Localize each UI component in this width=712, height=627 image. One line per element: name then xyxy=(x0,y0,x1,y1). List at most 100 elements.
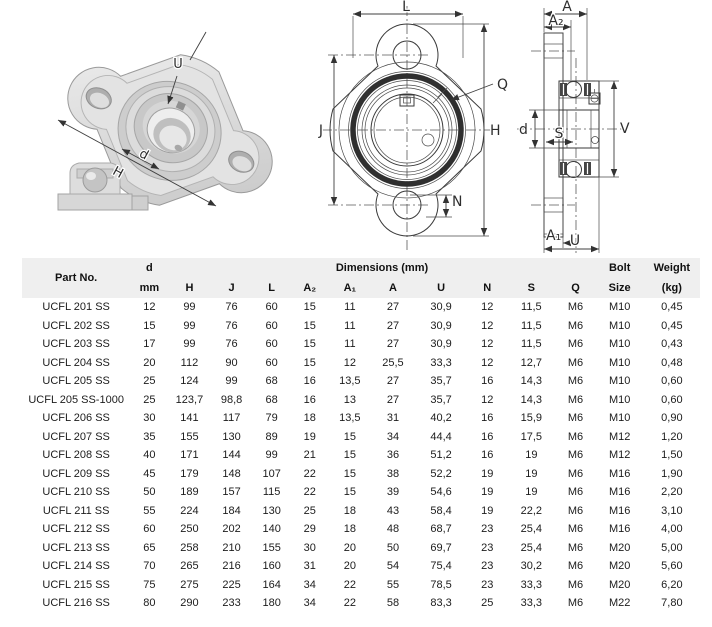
col-header-a: A xyxy=(370,278,416,298)
dim-label-j: J xyxy=(318,123,323,139)
value-cell: M20 xyxy=(608,560,631,573)
value-cell: 171 xyxy=(180,449,199,462)
value-cell: 27 xyxy=(386,338,400,351)
value-cell: M6 xyxy=(567,578,584,591)
value-cell: 275 xyxy=(180,578,199,591)
value-cell: 76 xyxy=(225,301,238,314)
value-cell: 1,50 xyxy=(661,449,683,462)
value-cell: 68 xyxy=(265,393,278,406)
value-cell: 30 xyxy=(303,541,316,554)
value-cell: 30 xyxy=(143,412,156,425)
value-cell: 60 xyxy=(265,356,278,369)
value-cell: 202 xyxy=(222,523,241,536)
value-cell: 21 xyxy=(303,449,316,462)
value-cell: 13 xyxy=(343,393,356,406)
value-cell: 35,7 xyxy=(430,393,452,406)
value-cell: 16 xyxy=(481,375,494,388)
value-cell: 33,3 xyxy=(520,597,543,610)
value-cell: 60 xyxy=(265,319,278,332)
value-cell: 0,45 xyxy=(661,319,683,332)
value-cell: 51,2 xyxy=(430,449,452,462)
value-cell: 16 xyxy=(481,412,494,425)
value-cell: 124 xyxy=(180,375,199,388)
value-cell: M20 xyxy=(608,578,631,591)
value-cell: 30,9 xyxy=(430,338,452,351)
value-cell: 25 xyxy=(143,393,156,406)
value-cell: 25,4 xyxy=(520,541,543,554)
dim-label-a2: A₂ xyxy=(548,13,563,29)
value-cell: 98,8 xyxy=(220,393,243,406)
value-cell: M12 xyxy=(608,430,631,443)
ball-top xyxy=(565,81,582,98)
value-cell: 18 xyxy=(303,412,316,425)
value-cell: 50 xyxy=(143,486,156,499)
value-cell: 15 xyxy=(303,338,316,351)
col-header-s: S xyxy=(507,278,556,298)
value-cell: M6 xyxy=(567,412,584,425)
value-cell: 19 xyxy=(481,486,494,499)
col-header-l: L xyxy=(252,278,291,298)
value-cell: 3,10 xyxy=(661,504,683,517)
value-cell: 17 xyxy=(143,338,156,351)
value-cell: 34 xyxy=(386,430,400,443)
part-no-cell: UCFL 214 SS xyxy=(42,560,110,573)
value-cell: 15 xyxy=(143,319,156,332)
value-cell: 52,2 xyxy=(430,467,452,480)
value-cell: 15 xyxy=(303,356,316,369)
value-cell: 15 xyxy=(343,467,356,480)
dim-label-n: N xyxy=(452,194,462,210)
value-cell: 11,5 xyxy=(521,301,542,314)
value-cell: 50 xyxy=(386,541,400,554)
col-header-a2: A₂ xyxy=(290,278,329,298)
value-cell: M10 xyxy=(608,338,631,351)
value-cell: 0,90 xyxy=(661,412,683,425)
value-cell: 78,5 xyxy=(430,578,452,591)
value-cell: 13,5 xyxy=(339,412,361,425)
value-cell: 25 xyxy=(303,504,316,517)
col-header-part-no: Part No. xyxy=(22,258,131,298)
value-cell: 15 xyxy=(343,486,356,499)
value-cell: M6 xyxy=(567,356,584,369)
value-cell: 12,7 xyxy=(520,356,543,369)
value-cell: 180 xyxy=(262,597,281,610)
bolt-hole-top xyxy=(392,40,422,70)
value-cell: M6 xyxy=(567,541,584,554)
set-screw xyxy=(399,94,415,107)
value-cell: 76 xyxy=(225,319,238,332)
value-cell: 19 xyxy=(481,467,494,480)
value-cell: 12 xyxy=(143,301,156,314)
value-cell: 30,9 xyxy=(430,319,452,332)
value-cell: 40 xyxy=(143,449,156,462)
dim-label-u-side: U xyxy=(570,233,580,249)
dim-label-a1: A₁ xyxy=(546,228,561,244)
value-cell: 19 xyxy=(303,430,316,443)
value-cell: 184 xyxy=(222,504,241,517)
value-cell: 18 xyxy=(343,504,356,517)
part-no-cell: UCFL 212 SS xyxy=(42,523,110,536)
value-cell: 115 xyxy=(262,486,281,499)
col-header-q: Q xyxy=(555,278,596,298)
value-cell: 15 xyxy=(343,449,356,462)
part-no-cell: UCFL 210 SS xyxy=(42,486,110,499)
value-cell: 4,00 xyxy=(661,523,683,536)
value-cell: 130 xyxy=(222,430,241,443)
value-cell: 148 xyxy=(222,467,241,480)
value-cell: 33,3 xyxy=(520,578,543,591)
value-cell: 34 xyxy=(303,597,316,610)
value-cell: 6,20 xyxy=(661,578,683,591)
value-cell: 55 xyxy=(386,578,400,591)
value-cell: 15 xyxy=(303,301,316,314)
part-no-cell: UCFL 202 SS xyxy=(42,319,110,332)
value-cell: 1,20 xyxy=(661,430,683,443)
value-cell: 22 xyxy=(303,486,316,499)
part-no-cell: UCFL 209 SS xyxy=(42,467,110,480)
